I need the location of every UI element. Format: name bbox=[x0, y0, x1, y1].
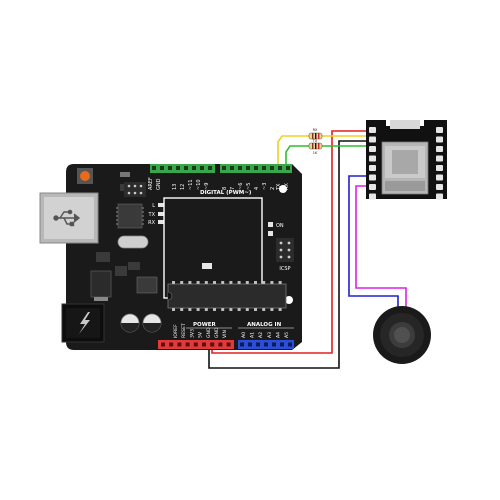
power-pin-label: RESET bbox=[181, 323, 187, 338]
voltage-regulator bbox=[90, 270, 112, 298]
digital-pin-label: 2 bbox=[270, 187, 276, 190]
wire-black bbox=[208, 140, 378, 369]
analog-pin-label: A1 bbox=[250, 332, 256, 338]
analog-pin-label: A4 bbox=[275, 332, 281, 338]
mp3-module bbox=[366, 120, 447, 200]
analog-pin-label: A2 bbox=[258, 332, 264, 338]
analog-label: ANALOG IN bbox=[247, 322, 282, 328]
power-pin-label: GND bbox=[206, 327, 212, 338]
speaker bbox=[373, 306, 431, 364]
icsp-label: ICSP bbox=[279, 266, 290, 272]
wire-blue bbox=[348, 175, 399, 311]
led-on bbox=[268, 222, 273, 227]
power-pin-label: 5V bbox=[198, 331, 204, 338]
power-label: POWER bbox=[193, 322, 217, 328]
gnd-label: GND bbox=[156, 178, 162, 190]
analog-pin-label: A5 bbox=[284, 332, 290, 338]
digital-pin-label: ~10 bbox=[196, 179, 202, 190]
led-tx bbox=[158, 212, 164, 216]
aref-label: AREF bbox=[148, 177, 154, 190]
digital-pin-label: 12 bbox=[180, 184, 186, 190]
power-pin-label: VIN bbox=[222, 330, 228, 338]
digital-pin-label: ~11 bbox=[188, 179, 194, 190]
analog-pin-label: A3 bbox=[267, 332, 273, 338]
icsp-header-usb bbox=[124, 182, 146, 197]
icsp-header bbox=[276, 238, 294, 262]
digital-pin-label: ~6 bbox=[238, 183, 244, 190]
atmega-chip bbox=[167, 283, 287, 309]
led-l bbox=[158, 203, 164, 207]
usb-icon bbox=[53, 209, 81, 227]
led-tx-label: TX bbox=[148, 212, 156, 218]
rx-pin-label: RX bbox=[284, 183, 290, 190]
digital-pin-label: 7 bbox=[230, 187, 236, 190]
digital-pin-label: 13 bbox=[172, 184, 178, 190]
digital-pin-label: ~5 bbox=[246, 183, 252, 190]
digital-pin-label: 4 bbox=[254, 187, 260, 190]
wire-yellow bbox=[277, 135, 378, 172]
led-rx-label: RX bbox=[148, 220, 155, 226]
arduino-board: L TX RX ON ICSP AREF GND 1 bbox=[39, 164, 302, 350]
digital-pin-label: ~3 bbox=[262, 183, 268, 190]
digital-pin-label: ~9 bbox=[204, 183, 210, 190]
wire-green bbox=[285, 145, 378, 172]
digital-header bbox=[150, 164, 292, 173]
digital-label: DIGITAL (PWM~) bbox=[200, 190, 252, 196]
resistors: RX TX 1K bbox=[308, 128, 323, 155]
analog-header bbox=[238, 340, 294, 349]
led-rx bbox=[158, 220, 164, 224]
power-pin-label: 3V3 bbox=[189, 329, 195, 338]
led-l-label: L bbox=[152, 203, 155, 209]
resistor-value-label: 1K bbox=[313, 151, 318, 155]
analog-pin-label: A0 bbox=[241, 332, 247, 338]
resistor-tx-label: TX bbox=[312, 139, 318, 143]
crystal bbox=[117, 235, 149, 249]
wire-magenta bbox=[355, 185, 407, 311]
tx-pin-label: TX bbox=[276, 183, 282, 191]
lightning-icon bbox=[79, 312, 90, 334]
digital-pin-label: 8 bbox=[222, 187, 228, 190]
power-pin-label: GND bbox=[214, 327, 220, 338]
on-label: ON bbox=[276, 223, 284, 229]
usb-chip bbox=[117, 203, 143, 229]
resistor-rx-label: RX bbox=[313, 128, 318, 132]
power-header bbox=[158, 340, 234, 349]
power-pin-label: IOREF bbox=[173, 324, 179, 338]
